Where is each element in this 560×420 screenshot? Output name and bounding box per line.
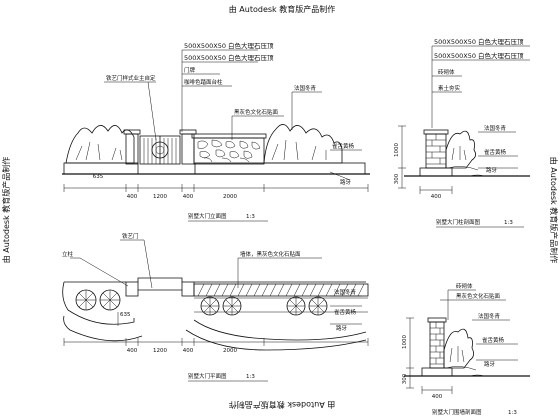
wall-section-view: 砖砌体 黑灰色文化石贴面 法国冬青 雀舌黄杨 路牙 1000 300 400 别… <box>402 282 530 416</box>
watermark-top: 由 Autodesk 教育版产品制作 <box>229 4 335 14</box>
column-section-view: 500X500X50 白色大理石压顶 500X500X50 白色大理石压顶 砖砌… <box>394 37 530 228</box>
sec-a-dim-1: 300 <box>394 173 400 184</box>
section-b-wall <box>429 321 445 369</box>
sec-a-note-lawn: 素土夯实 <box>438 84 461 92</box>
sec-a-note-shrub: 雀舌黄杨 <box>484 148 507 156</box>
elev-caption: 别墅大门立面图 <box>188 212 227 220</box>
plan-note-wall: 墙体，黑灰色文化石贴面 <box>240 250 301 258</box>
sec-a-note-brick: 砖砌体 <box>438 68 455 76</box>
plan-dim-3: 400 <box>183 348 194 354</box>
elev-note-coping-top: 500X500X50 白色大理石压顶 <box>184 41 274 50</box>
elev-note-road: 路牙 <box>340 178 352 186</box>
sec-a-dim-2: 400 <box>431 194 442 200</box>
sec-b-caption: 别墅大门围墙剖面图 <box>432 408 482 416</box>
sec-b-note-shrub: 雀舌黄杨 <box>482 336 505 344</box>
sec-a-caption: 别墅大门柱剖面图 <box>436 218 481 226</box>
elevation-view: 500X500X50 白色大理石压顶 500X500X50 白色大理石压顶 门牌… <box>62 41 370 222</box>
plan-note-road: 路牙 <box>336 324 348 332</box>
sec-b-note-road: 路牙 <box>484 360 496 368</box>
elev-dim-2: 1200 <box>153 194 167 200</box>
elev-dim-4: 2000 <box>223 194 237 200</box>
watermark-bottom: 由 Autodesk 教育版产品制作 <box>229 400 335 410</box>
sec-b-note-wall-face: 黑灰色文化石贴面 <box>456 292 501 300</box>
gate-column-left <box>125 133 139 165</box>
sec-b-note-hedge: 法国冬青 <box>478 312 501 320</box>
elev-note-hedge: 法国冬青 <box>294 84 317 92</box>
plan-dim-2: 1200 <box>153 348 167 354</box>
plan-note-column: 立柱 <box>62 250 74 258</box>
sec-b-note-brick: 砖砌体 <box>456 282 473 290</box>
elev-dim-1: 400 <box>127 194 138 200</box>
elev-dim-3: 400 <box>183 194 194 200</box>
sec-a-note-road: 路牙 <box>486 166 498 174</box>
sec-a-note-hedge: 法国冬青 <box>484 124 507 132</box>
gate-column-right <box>181 133 195 165</box>
elev-note-coping-cap: 500X500X50 白色大理石压顶 <box>184 53 274 62</box>
sec-b-dim-2: 400 <box>432 394 443 400</box>
elev-note-iron-gate: 铁艺门样式业主自定 <box>106 74 156 82</box>
plan-column-left <box>125 281 139 297</box>
sec-a-dim-0: 1000 <box>394 143 400 157</box>
plan-dim-4: 2000 <box>223 348 237 354</box>
sec-a-scale: 1:3 <box>504 220 513 226</box>
watermark-right: 由 Autodesk 教育版产品制作 <box>549 157 559 263</box>
plan-shrubs <box>75 289 328 316</box>
elev-note-gate: 门牌 <box>184 66 196 74</box>
sec-a-note-coping2: 500X500X50 白色大理石压顶 <box>434 51 524 60</box>
plan-note-shrub: 雀舌黄杨 <box>334 308 357 316</box>
sec-a-note-coping1: 500X500X50 白色大理石压顶 <box>434 37 524 46</box>
plan-note-hedge: 法国冬青 <box>334 288 357 296</box>
plan-note-iron-gate: 铁艺门 <box>122 232 139 240</box>
elev-note-wall-face: 黑灰色文化石贴面 <box>234 108 279 116</box>
plan-dim-1: 400 <box>127 348 138 354</box>
plan-view: 立柱 铁艺门 墙体，黑灰色文化石贴面 法国冬青 雀舌黄杨 路牙 635 400 … <box>62 232 369 382</box>
plan-caption: 别墅大门平面图 <box>188 372 227 380</box>
elev-scale: 1:3 <box>246 214 255 220</box>
sec-b-dim-0: 1000 <box>402 335 408 349</box>
elev-dim-0: 635 <box>93 174 104 180</box>
elev-note-shrub: 雀舌黄杨 <box>332 142 355 150</box>
plan-scale: 1:3 <box>246 374 255 380</box>
watermark-left: 由 Autodesk 教育版产品制作 <box>1 157 11 263</box>
plan-column-right <box>181 281 195 297</box>
plan-dim-0: 635 <box>120 312 131 318</box>
sec-b-dim-1: 300 <box>402 373 408 384</box>
sec-b-scale: 1:3 <box>508 410 517 416</box>
elev-note-light: 咖啡色踏面台柱 <box>184 78 223 86</box>
plan-wall <box>193 283 369 297</box>
